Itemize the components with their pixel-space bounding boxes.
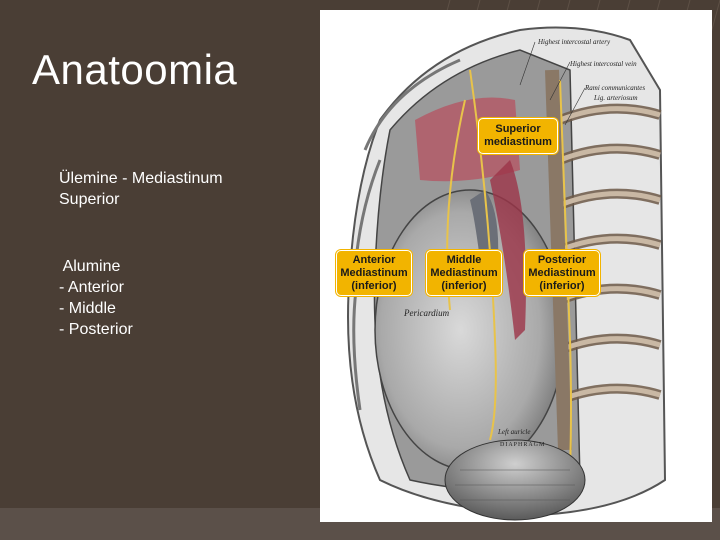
label-line: (inferior) bbox=[441, 280, 486, 293]
text-block-inferior: Alumine - Anterior - Middle - Posterior bbox=[59, 256, 133, 340]
anatomy-figure: Highest intercostal artery Highest inter… bbox=[320, 10, 712, 522]
annotation-highest-intercostal-artery: Highest intercostal artery bbox=[538, 38, 610, 46]
text-line: - Anterior bbox=[59, 277, 133, 298]
label-line: Mediastinum bbox=[430, 267, 497, 280]
label-line: Mediastinum bbox=[340, 267, 407, 280]
label-line: Anterior bbox=[353, 254, 396, 267]
annotation-highest-intercostal-vein: Highest intercostal vein bbox=[570, 60, 637, 68]
label-line: (inferior) bbox=[539, 280, 584, 293]
annotation-diaphragm: DIAPHRAGM bbox=[500, 442, 545, 448]
label-middle-mediastinum: Middle Mediastinum (inferior) bbox=[426, 250, 502, 296]
label-line: Posterior bbox=[538, 254, 586, 267]
text-line: Ülemine - Mediastinum bbox=[59, 168, 223, 189]
slide-title: Anatoomia bbox=[32, 46, 237, 94]
text-line: Superior bbox=[59, 189, 223, 210]
annotation-left-auricle: Left auricle bbox=[498, 428, 530, 436]
label-line: Mediastinum bbox=[528, 267, 595, 280]
label-anterior-mediastinum: Anterior Mediastinum (inferior) bbox=[336, 250, 412, 296]
text-line: - Posterior bbox=[59, 319, 133, 340]
text-line: Alumine bbox=[59, 256, 133, 277]
label-line: Middle bbox=[447, 254, 482, 267]
label-posterior-mediastinum: Posterior Mediastinum (inferior) bbox=[524, 250, 600, 296]
label-line: mediastinum bbox=[484, 136, 552, 149]
annotation-pericardium: Pericardium bbox=[404, 308, 449, 318]
label-superior-mediastinum: Superior mediastinum bbox=[478, 118, 558, 154]
annotation-rami-communicantes: Rami communicantes bbox=[585, 84, 645, 92]
label-line: (inferior) bbox=[351, 280, 396, 293]
text-line: - Middle bbox=[59, 298, 133, 319]
label-line: Superior bbox=[495, 123, 540, 136]
text-block-superior: Ülemine - Mediastinum Superior bbox=[59, 168, 223, 210]
annotation-lig-arteriosum: Lig. arteriosum bbox=[594, 94, 638, 102]
